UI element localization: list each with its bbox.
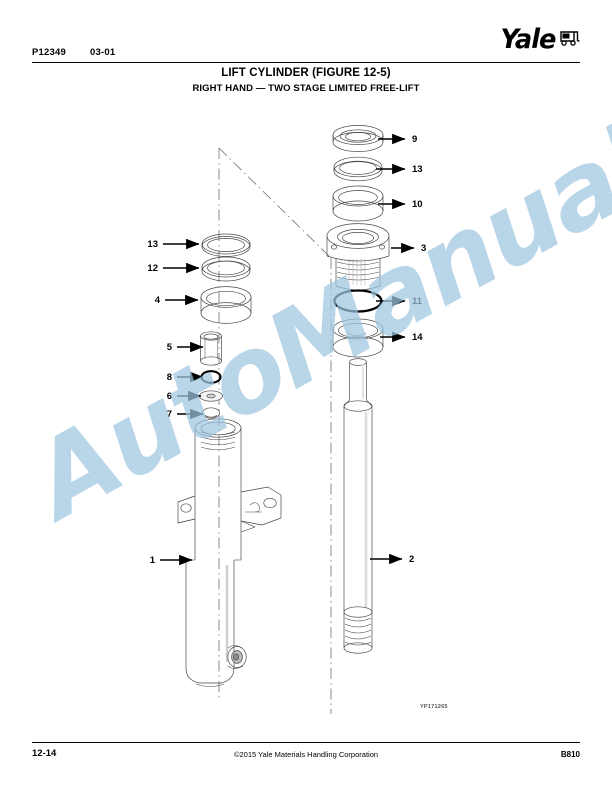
callout-7: 7: [167, 409, 172, 420]
callout-1: 1: [150, 555, 156, 566]
page-footer: 12-14 ©2015 Yale Materials Handling Corp…: [32, 742, 580, 768]
callout-9: 9: [412, 134, 417, 145]
footer-code: B810: [560, 750, 580, 759]
document-number: P12349: [32, 47, 66, 58]
part-10-seal-ring: [332, 185, 384, 222]
part-14-bushing: [332, 318, 384, 358]
callout-10: 10: [412, 199, 423, 210]
header-rule: [32, 62, 580, 63]
callout-3: 3: [421, 243, 426, 254]
callout-12: 12: [147, 263, 158, 274]
page-number: 12-14: [32, 748, 57, 759]
callout-14: 14: [412, 332, 423, 343]
part-6-flat-washer: [199, 390, 223, 402]
callout-13-right: 13: [412, 164, 423, 175]
callout-4: 4: [155, 295, 161, 306]
callout-numbers: 9 13 10 3 11 14 2 13 12 4 5 8 6 7 1: [147, 134, 426, 566]
page-header: P12349 03-01 Yale: [32, 26, 580, 70]
callout-11: 11: [412, 296, 423, 307]
callout-leaders: [160, 133, 415, 566]
callout-6: 6: [167, 391, 172, 402]
part-7-retaining-ring: [202, 407, 220, 419]
part-11-o-ring-gland: [333, 289, 383, 313]
yale-logo: Yale: [499, 23, 580, 53]
part-12-backup-ring: [201, 256, 251, 282]
part-9-wiper-retainer: [332, 125, 384, 152]
footer-rule: [32, 742, 580, 743]
document-date-code: 03-01: [90, 47, 116, 58]
callout-2: 2: [409, 554, 414, 565]
forklift-icon: [558, 30, 580, 51]
callout-13-left: 13: [147, 239, 158, 250]
figure-title: LIFT CYLINDER (FIGURE 12-5): [221, 67, 391, 79]
callout-8: 8: [167, 372, 172, 383]
part-4-piston-seal: [200, 286, 252, 324]
part-3-gland-nut: [326, 223, 390, 291]
figure-title-block: LIFT CYLINDER (FIGURE 12-5) RIGHT HAND —…: [32, 66, 580, 95]
part-1-cylinder-body: [177, 418, 282, 687]
part-13-o-ring: [201, 233, 251, 257]
figure-subtitle: RIGHT HAND — TWO STAGE LIMITED FREE-LIFT: [192, 83, 420, 94]
callout-5: 5: [167, 342, 173, 353]
part-5-spacer-sleeve: [200, 331, 222, 366]
copyright-notice: ©2015 Yale Materials Handling Corporatio…: [233, 750, 379, 759]
part-8-o-ring-small: [200, 370, 222, 384]
drawing-reference-code: YP171265: [420, 704, 448, 710]
yale-logo-text: Yale: [500, 24, 557, 55]
part-2-piston-rod: [343, 358, 373, 654]
part-13-o-ring-right: [333, 156, 383, 182]
assembly-boundary-line: [218, 147, 332, 714]
